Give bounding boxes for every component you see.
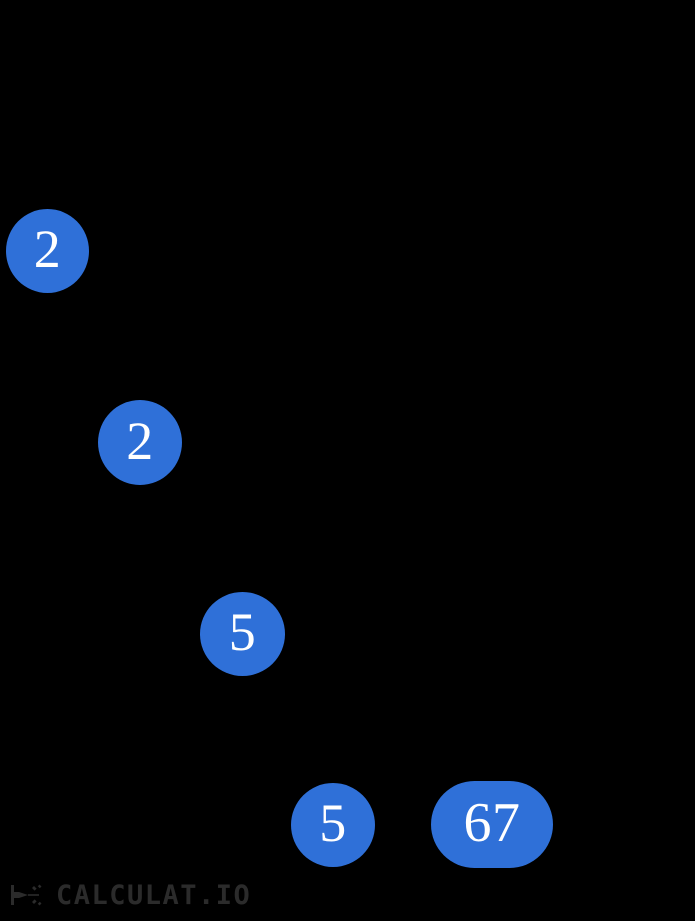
factor-node-label: 5 [228, 602, 257, 662]
factor-node-4: 5 [291, 783, 375, 867]
factor-node-5: 67 [431, 781, 553, 868]
factor-node-2: 2 [98, 400, 182, 485]
watermark: CALCULAT.IO [8, 879, 251, 911]
factor-node-label: 5 [319, 793, 347, 853]
calculatio-logo-icon [11, 884, 42, 906]
factor-node-3: 5 [200, 592, 285, 676]
watermark-text: CALCULAT.IO [56, 879, 252, 911]
factor-node-label: 67 [463, 791, 521, 854]
factor-node-label: 2 [126, 410, 154, 471]
factor-node-1: 2 [6, 209, 89, 293]
factor-node-label: 2 [33, 219, 62, 279]
